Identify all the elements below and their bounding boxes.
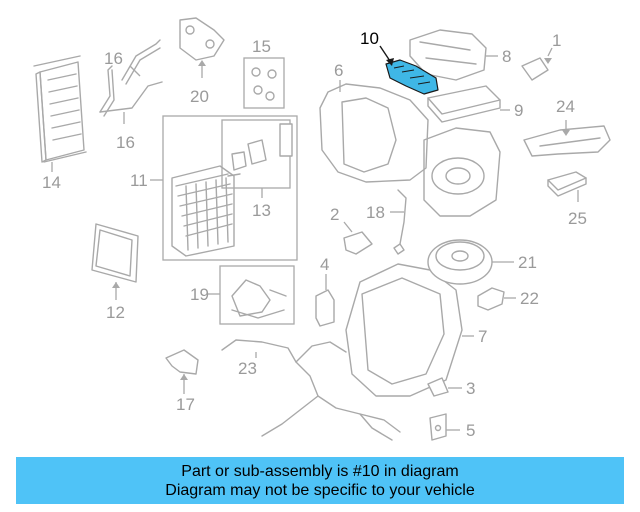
part-20-bracket <box>179 17 225 78</box>
callout-20: 20 <box>190 87 209 106</box>
callout-19: 19 <box>190 285 209 304</box>
callout-12: 12 <box>106 303 125 322</box>
callout-16-upper: 16 <box>104 49 123 68</box>
callout-3: 3 <box>466 379 475 398</box>
callout-9: 9 <box>514 101 523 120</box>
callout-8: 8 <box>502 47 511 66</box>
callout-22: 22 <box>520 289 539 308</box>
callout-10-highlighted[interactable]: 10 <box>360 29 379 48</box>
part-8-air-intake-cover <box>409 29 498 81</box>
part-11-evaporator-assembly <box>150 115 298 261</box>
info-banner: Part or sub-assembly is #10 in diagram D… <box>16 457 624 504</box>
part-10-seal-highlighted[interactable] <box>379 45 439 95</box>
callout-21: 21 <box>518 253 537 272</box>
part-1-bracket <box>521 47 553 81</box>
part-17-mount <box>165 349 199 394</box>
part-21-blower-motor <box>427 239 514 285</box>
part-13-expansion-valve <box>221 119 293 198</box>
callout-24: 24 <box>556 97 575 116</box>
callout-1: 1 <box>552 31 561 50</box>
part-23-wire-harness <box>221 339 401 441</box>
part-24-duct <box>523 120 611 157</box>
callout-23: 23 <box>238 359 257 378</box>
callout-6: 6 <box>334 61 343 80</box>
part-22-resistor <box>477 287 516 311</box>
callout-7: 7 <box>478 327 487 346</box>
callout-5: 5 <box>466 421 475 440</box>
callout-17: 17 <box>176 395 195 414</box>
callout-18: 18 <box>366 203 385 222</box>
callout-13: 13 <box>252 201 271 220</box>
part-12-seal <box>91 223 139 300</box>
parts-diagram: 1 2 3 4 5 6 7 8 9 10 11 12 13 14 15 16 1… <box>33 17 611 441</box>
part-4-relay <box>315 274 335 327</box>
part-19-actuator-assembly <box>208 265 295 325</box>
banner-line-part: Part or sub-assembly is #10 in diagram <box>181 462 459 480</box>
part-3-actuator <box>427 377 462 397</box>
callout-25: 25 <box>568 209 587 228</box>
part-18-temperature-sensor <box>390 189 407 255</box>
callout-11: 11 <box>130 171 148 190</box>
callout-2: 2 <box>330 205 339 224</box>
callout-15: 15 <box>252 37 271 56</box>
callout-4: 4 <box>320 255 329 274</box>
callout-14: 14 <box>42 173 61 192</box>
part-7-hvac-lower-case <box>345 263 474 397</box>
banner-line-disclaimer: Diagram may not be specific to your vehi… <box>165 481 475 499</box>
part-14-heater-core <box>33 55 87 172</box>
part-6-hvac-housing <box>319 80 501 217</box>
part-2-sensor <box>343 221 373 255</box>
part-16-heater-hoses <box>99 39 163 124</box>
part-15-clips <box>243 57 285 109</box>
part-25-vent <box>547 171 587 202</box>
part-9-cabin-filter <box>427 85 510 123</box>
part-5-bracket <box>429 413 460 441</box>
callout-16-lower: 16 <box>116 133 135 152</box>
